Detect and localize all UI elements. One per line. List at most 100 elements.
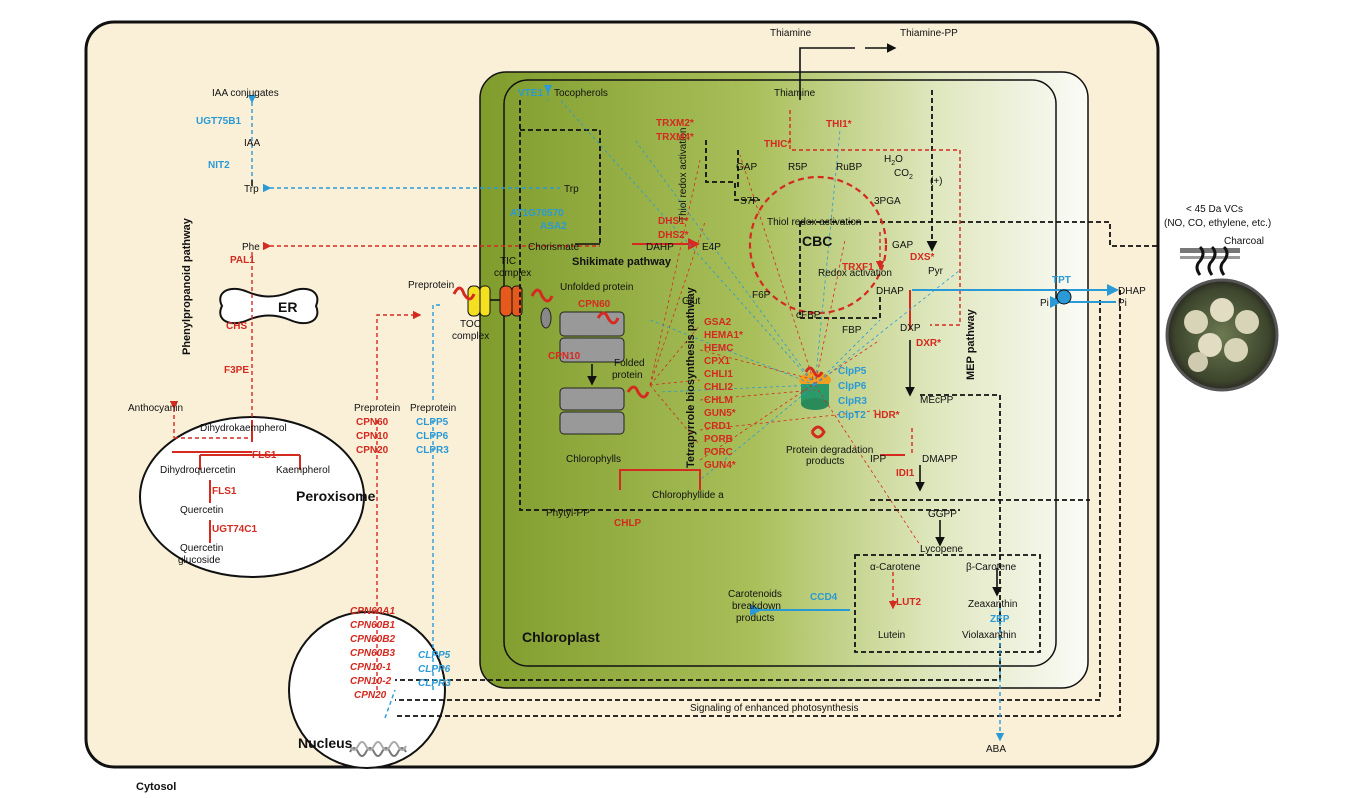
- metabolite-anthocyanin: Anthocyanin: [128, 403, 183, 414]
- metabolite-dmapp: DMAPP: [922, 454, 958, 465]
- label-degradation-2: products: [806, 456, 844, 467]
- metabolite-carotenoids-breakdown-3: products: [736, 613, 774, 624]
- gene-cpx1: CPX1: [704, 356, 731, 367]
- chloroplast-inner: [503, 79, 1057, 667]
- nucleus-gene-red: CPN60A1: [350, 606, 395, 617]
- label-mep-pathway: MEP pathway: [965, 308, 977, 380]
- gene-thic: THIC*: [764, 139, 791, 150]
- label-cbc: CBC: [802, 233, 832, 249]
- gene-trxm2: TRXM2*: [656, 118, 694, 129]
- metabolite-s7p: S7P: [740, 196, 759, 207]
- gene-dhs2: DHS2*: [658, 230, 689, 241]
- metabolite-quercetin: Quercetin: [180, 505, 223, 516]
- label-cytosol: Cytosol: [136, 781, 176, 793]
- label-folded-protein-1: Folded: [614, 358, 645, 369]
- nucleus-gene-blue: CLPP6: [418, 664, 451, 675]
- chaperonin-icon: [559, 385, 650, 435]
- metabolite-rubp: RuBP: [836, 162, 862, 173]
- gene-ugt75b1: UGT75B1: [196, 116, 241, 127]
- gene-chli2: CHLI2: [704, 382, 733, 393]
- gene-tpt: TPT: [1052, 275, 1071, 286]
- metabolite-co2: CO2: [894, 168, 913, 181]
- metabolite-iaa-conjugates: IAA conjugates: [212, 88, 279, 99]
- metabolite-lutein: Lutein: [878, 630, 905, 641]
- metabolite-dahp: DAHP: [646, 242, 674, 253]
- metabolite-aba: ABA: [986, 744, 1006, 755]
- gene-clpr3-preprotein: CLPR3: [416, 445, 449, 456]
- metabolite-f6p: F6P: [752, 290, 771, 301]
- metabolite-e4p: E4P: [702, 242, 721, 253]
- metabolite-carotenoids-breakdown-1: Carotenoids: [728, 589, 782, 600]
- nucleus-gene-blue: CLPR3: [418, 678, 451, 689]
- chloroplast-outer: [479, 71, 1089, 689]
- label-tic-1: TIC: [500, 256, 516, 267]
- label-thiol-redox-vertical: Thiol redox activation: [678, 128, 689, 223]
- gene-dxr: DXR*: [916, 338, 941, 349]
- gene-f3pe: F3PE: [224, 365, 249, 376]
- label-charcoal: Charcoal: [1224, 236, 1264, 247]
- gene-zep: ZEP: [990, 614, 1010, 625]
- cbc-cycle: [748, 175, 888, 315]
- gene-chs: CHS: [226, 321, 247, 332]
- nucleus-organelle: [288, 611, 446, 769]
- metabolite-ipp: IPP: [870, 454, 886, 465]
- gene-porc: PORC: [704, 447, 733, 458]
- metabolite-3pga: 3PGA: [874, 196, 901, 207]
- gene-trxf1: TRXF1: [842, 262, 874, 273]
- metabolite-tocopherols: Tocopherols: [554, 88, 608, 99]
- metabolite-thiamine-top: Thiamine: [770, 28, 812, 39]
- gene-cpn60: CPN60: [578, 299, 611, 310]
- metabolite-dhap-out: DHAP: [1118, 286, 1146, 297]
- gene-lut2: LUT2: [896, 597, 921, 608]
- gene-crd1: CRD1: [704, 421, 732, 432]
- gene-trxm4: TRXM4*: [656, 132, 694, 143]
- metabolite-dihydroquercetin: Dihydroquercetin: [160, 465, 236, 476]
- gene-idi1: IDI1: [896, 468, 915, 479]
- metabolite-dxp: DXP: [900, 323, 921, 334]
- gene-cpn10: CPN10: [548, 351, 581, 362]
- nucleus-gene-red: CPN10-2: [350, 676, 392, 687]
- label-unfolded-protein: Unfolded protein: [560, 282, 633, 293]
- metabolite-fbp: FBP: [842, 325, 862, 336]
- gene-hemc: HEMC: [704, 343, 733, 354]
- metabolite-thiamine: Thiamine: [774, 88, 816, 99]
- metabolite-trp-chloroplast: Trp: [564, 184, 579, 195]
- metabolite-dhap: DHAP: [876, 286, 904, 297]
- gene-rays-blue: [559, 99, 961, 481]
- metabolite-glut: Glut: [682, 296, 701, 307]
- chaperonin-icon: [540, 307, 625, 363]
- gene-porb: PORB: [704, 434, 733, 445]
- metabolite-mecpp: MEcPP: [920, 395, 954, 406]
- label-redox-activation: Redox activation: [818, 268, 892, 279]
- gene-dxs: DXS*: [910, 252, 935, 263]
- label-chloroplast: Chloroplast: [522, 629, 600, 645]
- nucleus-gene-red: CPN60B1: [350, 620, 395, 631]
- label-toc-1: TOC: [460, 319, 481, 330]
- metabolite-chlorophylls: Chlorophylls: [566, 454, 621, 465]
- gene-clpt2: ClpT2: [838, 410, 866, 421]
- label-peroxisome: Peroxisome: [296, 488, 376, 504]
- label-nucleus: Nucleus: [298, 735, 353, 751]
- gene-gun4: GUN4*: [704, 460, 736, 471]
- metabolite-quercetin-glucoside-2: glucoside: [178, 555, 221, 566]
- metabolite-dihydrokaempferol: Dihydrokaempherol: [200, 423, 287, 434]
- gene-fls1-b: FLS1: [212, 486, 237, 497]
- label-preprotein-3: Preprotein: [410, 403, 456, 414]
- metabolite-phe: Phe: [242, 242, 260, 253]
- metabolite-kaempherol: Kaempherol: [276, 465, 330, 476]
- gene-fls1-a: FLS1: [252, 450, 277, 461]
- metabolite-lycopene: Lycopene: [920, 544, 963, 555]
- metabolite-chlorophyllide-a: Chlorophyllide a: [652, 490, 724, 501]
- gene-ccd4: CCD4: [810, 592, 838, 603]
- metabolite-violaxanthin: Violaxanthin: [962, 630, 1016, 641]
- label-shikimate-pathway: Shikimate pathway: [572, 256, 672, 268]
- metabolite-gap-2: GAP: [892, 240, 913, 251]
- fungal-plate-image: [1165, 245, 1279, 392]
- metabolite-trp-cytosol: Trp: [244, 184, 259, 195]
- label-toc-2: complex: [452, 331, 489, 342]
- metabolite-h2o: H2O: [884, 154, 903, 167]
- gene-chli1: CHLI1: [704, 369, 733, 380]
- gene-dhs1: DHS1*: [658, 216, 689, 227]
- gene-at1g70570: AT1G70570: [510, 208, 564, 219]
- er-organelle: [219, 287, 319, 325]
